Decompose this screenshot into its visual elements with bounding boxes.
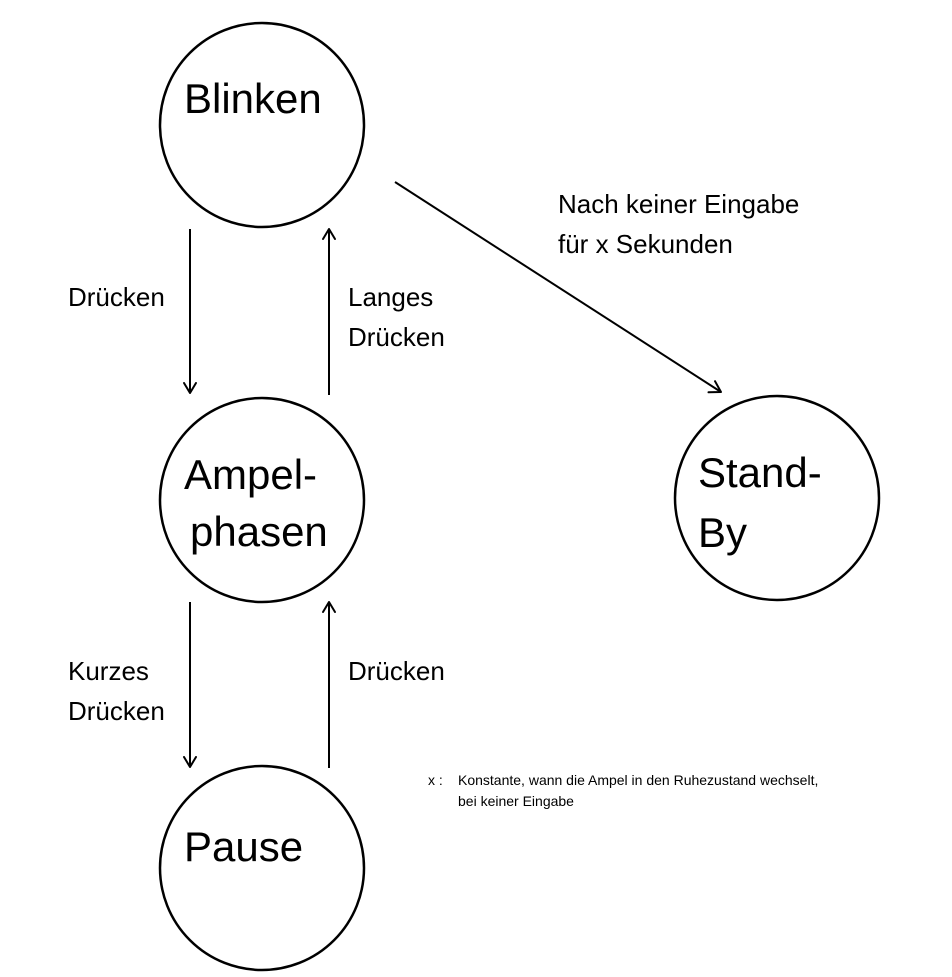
state-ampelphasen-circle xyxy=(158,396,366,604)
edge-label-kurzes-line2: Drücken xyxy=(68,696,165,726)
footnote-row-1: x : Konstante, wann die Ampel in den Ruhe… xyxy=(428,770,928,791)
state-ampelphasen-label-line1: Ampel- xyxy=(184,451,317,498)
edge-label-standby-line2: für x Sekunden xyxy=(558,229,733,259)
arrowhead-down-icon xyxy=(183,756,197,768)
footnote-text-line1: Konstante, wann die Ampel in den Ruhezus… xyxy=(458,772,819,788)
edge-blinken-to-standby xyxy=(394,181,722,393)
footnote-row-2: bei keiner Eingabe xyxy=(428,791,928,812)
state-ampelphasen-label-line2: phasen xyxy=(190,508,328,555)
edge-label-langes-line1: Langes xyxy=(348,282,433,312)
arrowhead-up-icon xyxy=(322,228,336,240)
edge-label-kurzes-line1: Kurzes xyxy=(68,656,149,686)
state-pause-circle xyxy=(158,764,366,972)
footnote-key: x : xyxy=(428,772,443,788)
state-blinken-label: Blinken xyxy=(184,75,322,122)
edge-label-standby-line1: Nach keiner Eingabe xyxy=(558,189,799,219)
footnote: x : Konstante, wann die Ampel in den Ruhe… xyxy=(428,770,928,812)
edge-label-druecken-2: Drücken xyxy=(348,656,445,686)
arrowhead-up-icon xyxy=(322,601,336,613)
arrowhead-down-icon xyxy=(183,382,197,394)
edge-label-druecken-1: Drücken xyxy=(68,282,165,312)
state-pause-label: Pause xyxy=(184,823,303,870)
state-standby-label-line1: Stand- xyxy=(698,449,822,496)
state-standby-label-line2: By xyxy=(698,509,747,556)
state-standby-circle xyxy=(673,394,881,602)
state-blinken-circle xyxy=(158,21,366,229)
footnote-text-line2: bei keiner Eingabe xyxy=(458,793,574,809)
arrowhead-diagonal-icon xyxy=(707,380,722,394)
edge-label-langes-line2: Drücken xyxy=(348,322,445,352)
